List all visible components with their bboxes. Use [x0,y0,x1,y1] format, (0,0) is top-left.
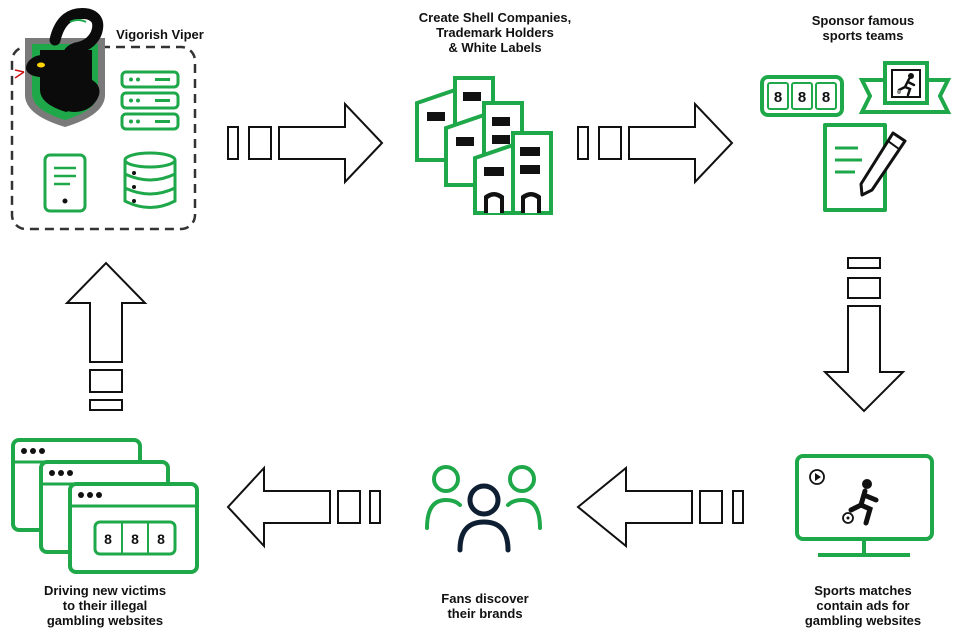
shell-line-3: & White Labels [448,40,542,55]
snake-shield-icon [14,8,105,127]
arrow-driving-to-vigorish [64,261,148,411]
play-icon [809,469,825,485]
database-icon [123,151,177,209]
arrow-shell-to-sponsor [577,101,734,185]
office-buildings-icon [415,76,553,215]
slot-digit-1: 8 [104,531,112,547]
slot-digit-3: 8 [157,531,165,547]
browser-windows-icon: 8 8 8 [11,438,199,574]
shell-line-1: Create Shell Companies, [418,10,572,25]
driving-line-2: to their illegal [62,598,148,613]
sponsor-line-1: Sponsor famous [811,13,915,28]
vigorish-viper-label: Vigorish Viper [100,27,220,42]
people-group-icon [425,465,542,553]
vigorish-group [10,8,197,231]
arrow-fans-to-driving [226,465,381,549]
building-front [473,131,553,215]
matches-line-2: contain ads for [816,598,910,613]
sponsor-label: Sponsor famous sports teams [788,13,938,43]
matches-line-1: Sports matches [814,583,912,598]
driving-line-1: Driving new victims [43,583,167,598]
slot-digit-2: 8 [131,531,139,547]
sports-banner-icon [858,61,952,114]
sponsor-digit-2: 8 [798,89,806,106]
server-rack-icon [120,70,180,131]
fans-line-1: Fans discover [441,591,529,606]
sponsor-line-2: sports teams [822,28,904,43]
browser-window-front: 8 8 8 [68,482,199,574]
arrow-sponsor-to-matches [822,257,906,413]
matches-label: Sports matches contain ads for gambling … [788,583,938,628]
contract-pen-icon [823,123,907,212]
tablet-icon [43,153,87,213]
arrow-vigorish-to-shell [227,101,384,185]
runner-icon [862,479,872,489]
vigorish-title: Vigorish Viper [116,27,204,42]
shell-companies-label: Create Shell Companies, Trademark Holder… [395,10,595,55]
fans-label: Fans discover their brands [410,591,560,621]
driving-label: Driving new victims to their illegal gam… [30,583,180,628]
fans-line-2: their brands [447,606,523,621]
matches-line-3: gambling websites [804,613,922,628]
slot-reels [93,520,177,556]
arrow-matches-to-fans [576,465,744,549]
monitor-sports-icon [795,454,934,557]
driving-line-3: gambling websites [46,613,164,628]
shell-line-2: Trademark Holders [436,25,554,40]
sponsor-digit-3: 8 [822,89,830,106]
sponsor-digit-1: 8 [774,89,782,106]
scoreboard-icon: 8 8 8 [760,75,844,117]
